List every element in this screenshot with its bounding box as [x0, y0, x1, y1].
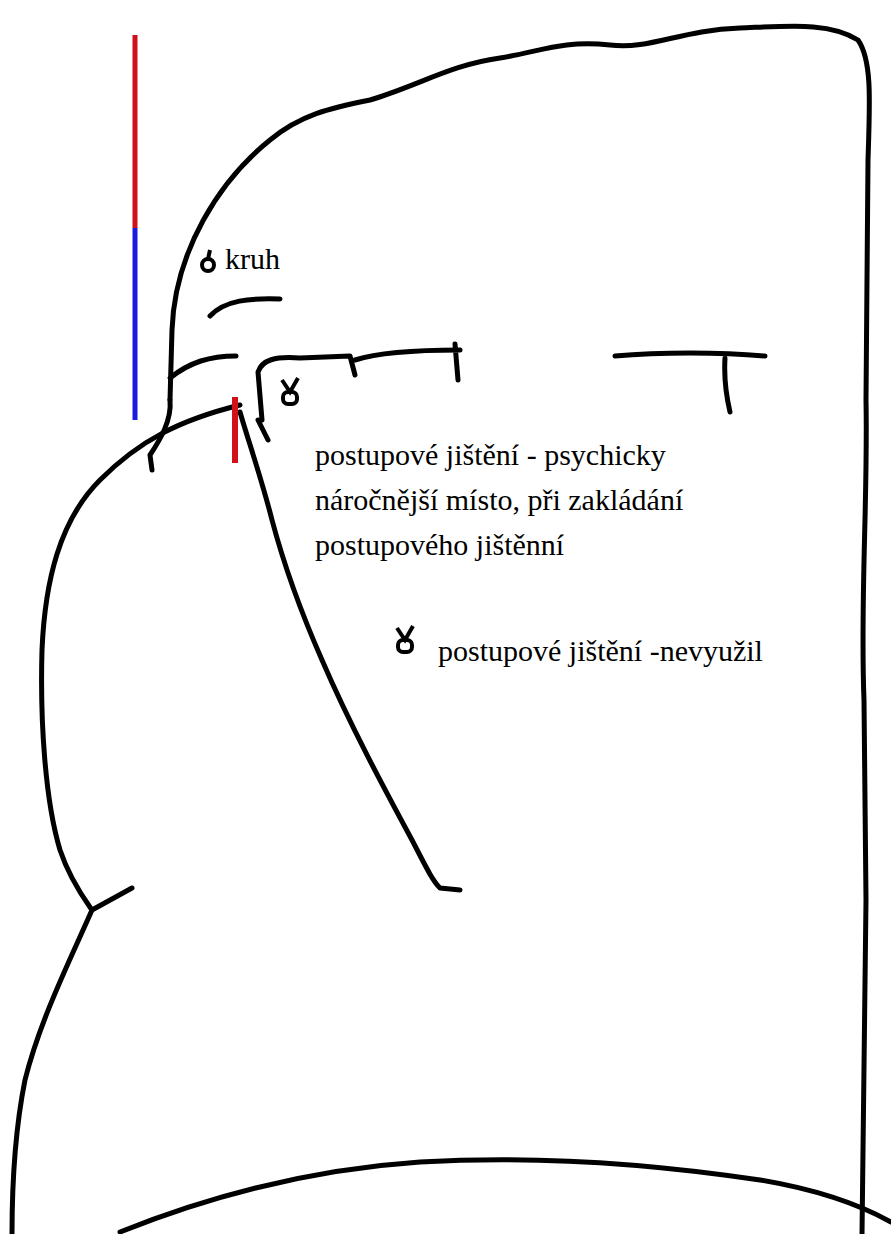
bulge-crease — [92, 888, 132, 910]
crux-mark — [232, 397, 238, 463]
bolt-symbol — [282, 378, 298, 404]
route-section-blue — [133, 228, 138, 420]
anchor-label: kruh — [225, 236, 280, 281]
ring-anchor — [202, 250, 214, 271]
rock-outline — [170, 26, 869, 1234]
note-text: postupové jištění - psychicky náročnější… — [315, 432, 755, 567]
ledge — [170, 356, 236, 378]
base-line — [120, 1160, 891, 1232]
roof-edge — [258, 420, 268, 440]
route-section-red — [133, 35, 138, 228]
note-text: postupové jištění -nevyužil — [438, 628, 763, 673]
roof-edge — [615, 353, 765, 412]
ledge — [210, 299, 280, 316]
roof-edge — [258, 344, 460, 420]
lower-bulge — [12, 405, 240, 1234]
bolt-symbol — [397, 626, 413, 652]
